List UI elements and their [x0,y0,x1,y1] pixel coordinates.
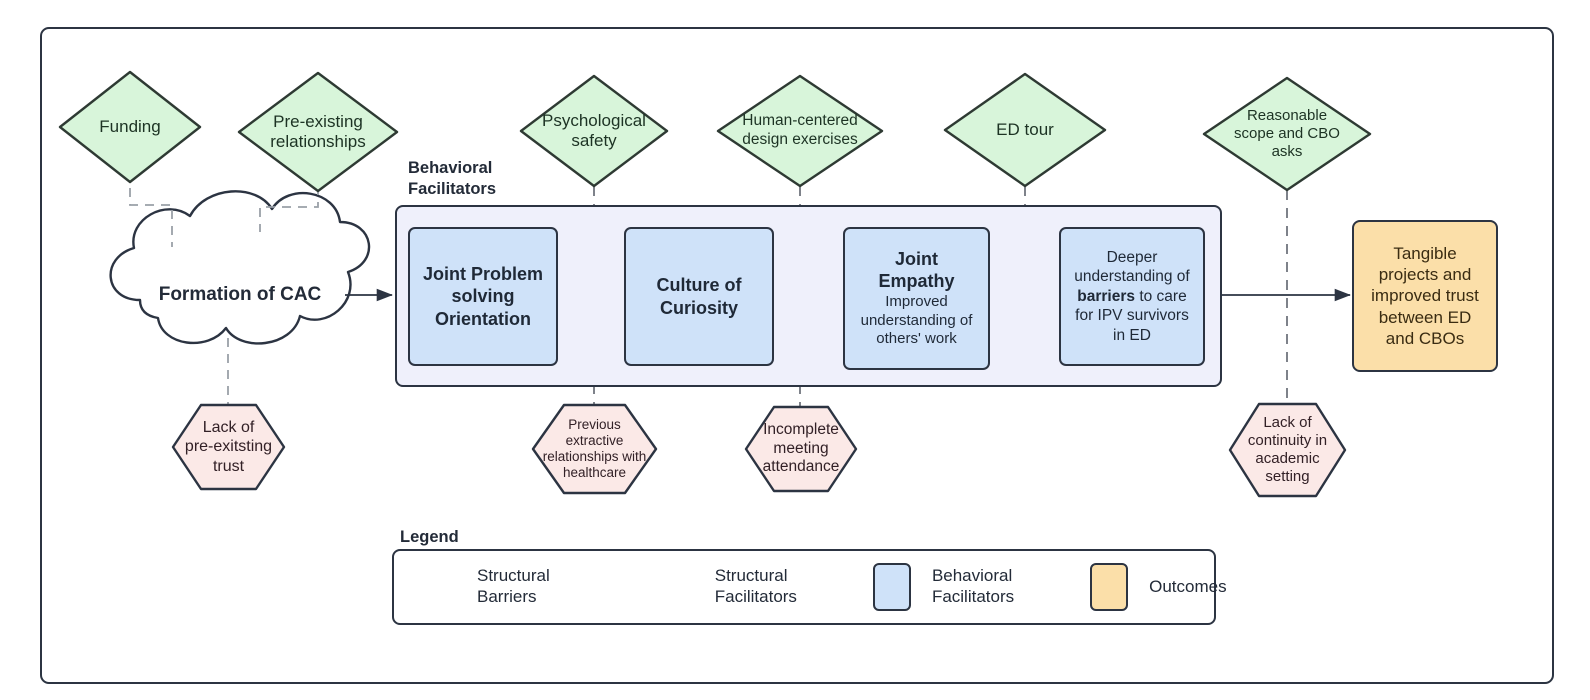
box-label-joint-empathy-title: Joint Empathy [878,248,955,292]
legend-label-structural-barriers: Structural Barriers [477,566,550,606]
deeper-line-2: understanding of [1074,268,1190,286]
legend-diamond-icon [648,561,702,613]
label-wrap-funding: Funding [60,72,200,182]
behavioral-facilitators-title: Behavioral Facilitators [408,159,497,198]
cloud-label-formation-of-cac: Formation of CAC [158,284,322,305]
hexagon-lack-of-pre-existing-trust[interactable] [171,403,286,491]
diamond-label-psychological-safety: Psychological safety [542,110,646,150]
hexagon-lack-of-continuity[interactable] [1228,402,1347,498]
legend-title: Legend [400,528,459,546]
box-culture-of-curiosity[interactable]: Culture of Curiosity [624,227,774,366]
hexagon-label-lack-of-continuity: Lack of continuity in academic setting [1247,414,1328,485]
hexagon-previous-extractive-relationships[interactable] [531,403,658,495]
diamond-funding[interactable] [58,70,202,184]
diamond-ed-tour[interactable] [943,72,1107,188]
deeper-line-4: for IPV survivors [1075,307,1189,325]
hexagon-label-lack-of-pre-existing-trust: Lack of pre-exitsting trust [184,419,273,475]
legend-item-behavioral-facilitators: Behavioral Facilitators [865,561,1014,613]
box-joint-problem-solving-orientation[interactable]: Joint Problem solving Orientation [408,227,558,366]
legend-blue-rect-icon [872,563,911,611]
box-tangible-projects-and-improved-trust[interactable]: Tangible projects and improved trust bet… [1352,220,1498,372]
dashed-connector-funding [129,172,173,247]
legend-hexagon-icon [410,561,464,613]
legend-item-outcomes: Outcomes [1082,561,1227,613]
deeper-line-1: Deeper [1106,249,1158,267]
cloud-shape [109,190,371,345]
legend-label-outcomes: Outcomes [1149,576,1227,596]
hexagon-label-incomplete-meeting-attendance: Incomplete meeting attendance [762,421,840,476]
diamond-label-human-centered-design-exercises: Human-centered design exercises [742,112,858,148]
outcome-label: Tangible projects and improved trust bet… [1371,243,1479,348]
deeper-line-5: in ED [1113,326,1151,344]
label-wrap-lack-of-pre-existing-trust: Lack of pre-exitsting trust [173,405,284,489]
box-deeper-understanding-of-barriers[interactable]: Deeper understanding of barriers to care… [1059,227,1205,366]
label-wrap-lack-of-continuity: Lack of continuity in academic setting [1230,404,1345,496]
diamond-label-funding: Funding [99,116,161,136]
diamond-label-reasonable-scope-and-cbo-asks: Reasonable scope and CBO asks [1234,107,1340,160]
legend-item-structural-facilitators: Structural Facilitators [648,561,797,613]
dashed-connector-pre-existing [259,186,319,232]
diagram-outer-frame [40,27,1554,684]
label-wrap-pre-existing-relationships: Pre-existing relationships [239,73,397,191]
hexagon-label-previous-extractive-relationships: Previous extractive relationships with h… [542,416,647,481]
hexagon-incomplete-meeting-attendance[interactable] [744,405,858,493]
legend-label-behavioral-facilitators: Behavioral Facilitators [931,566,1015,606]
diamond-reasonable-scope-and-cbo-asks[interactable] [1202,76,1372,192]
label-wrap-ed-tour: ED tour [945,74,1105,186]
deeper-line-3-rest: to care [1135,287,1187,305]
deeper-line-3: barriers to care [1065,287,1199,306]
diamond-label-ed-tour: ED tour [996,119,1054,139]
legend-label-structural-facilitators: Structural Facilitators [714,566,797,606]
legend-orange-rect-icon [1090,563,1129,611]
box-label-joint-empathy-detail: Improved understanding of others' work [860,292,973,348]
label-wrap-incomplete-meeting-attendance: Incomplete meeting attendance [746,407,856,491]
diamond-psychological-safety[interactable] [519,74,669,188]
diamond-label-pre-existing-relationships: Pre-existing relationships [270,111,366,151]
box-label-joint-problem-solving-orientation: Joint Problem solving Orientation [422,263,543,329]
label-wrap-previous-extractive-relationships: Previous extractive relationships with h… [533,405,656,493]
diamond-human-centered-design-exercises[interactable] [716,74,884,188]
box-joint-empathy[interactable]: Joint Empathy Improved understanding of … [843,227,990,370]
legend-item-structural-barriers: Structural Barriers [410,561,550,613]
diamond-pre-existing-relationships[interactable] [237,71,399,193]
label-wrap-reasonable-scope-and-cbo-asks: Reasonable scope and CBO asks [1204,78,1370,190]
box-label-culture-of-curiosity: Culture of Curiosity [656,275,742,318]
legend-box: Structural Barriers Structural Facilitat… [392,549,1227,625]
deeper-line-3-bold: barriers [1077,287,1136,305]
label-wrap-human-centered-design-exercises: Human-centered design exercises [718,76,882,186]
